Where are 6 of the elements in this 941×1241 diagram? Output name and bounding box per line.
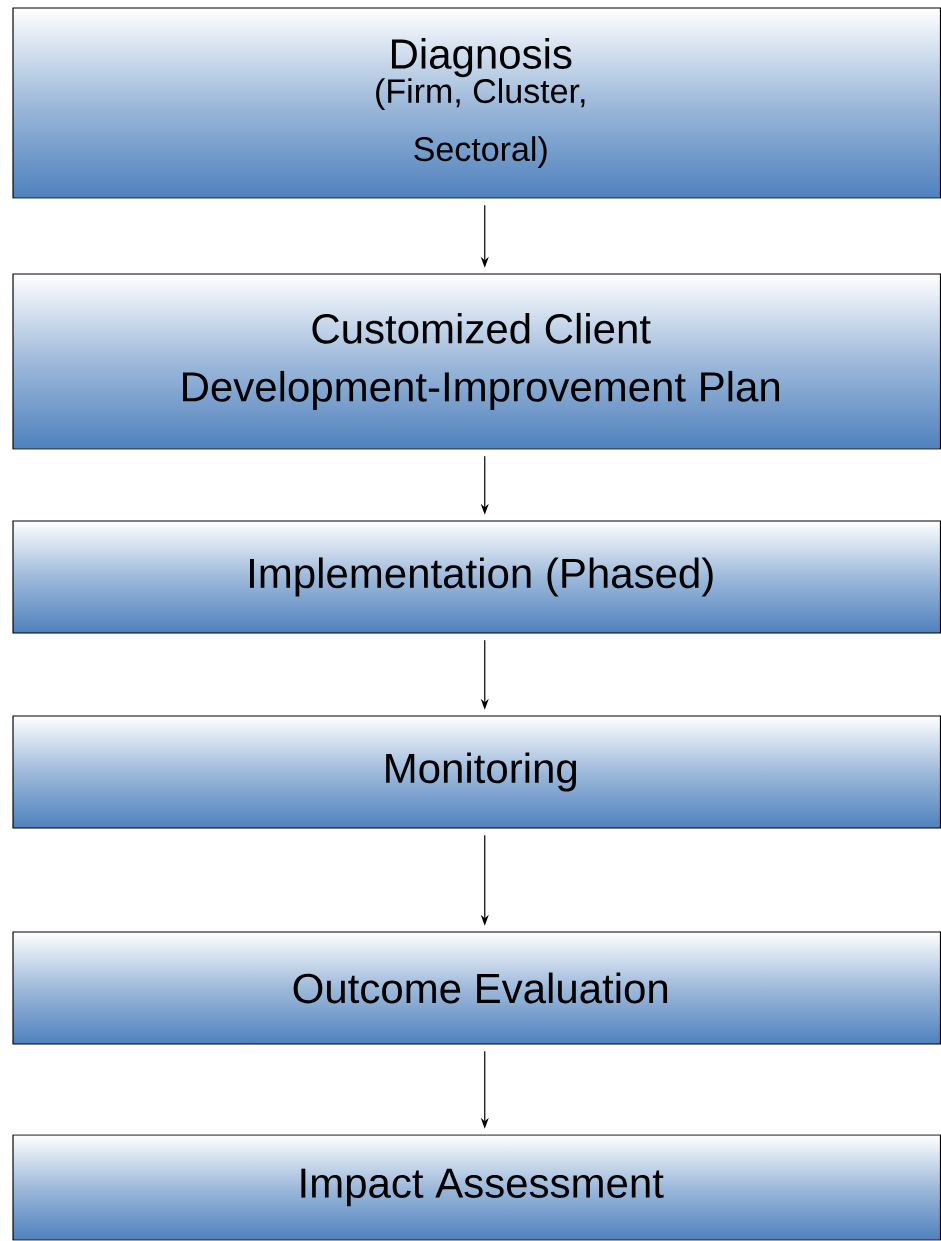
process-box: Diagnosis (Firm, Cluster, Sectoral) (12, 7, 941, 199)
process-box: Outcome Evaluation (12, 931, 941, 1045)
process-box: Monitoring (12, 715, 941, 829)
process-box: Implementation (Phased) (12, 520, 941, 634)
process-box: Customized Client Development-Improvement Plan (12, 273, 941, 450)
process-box: Impact Assessment (12, 1134, 941, 1241)
